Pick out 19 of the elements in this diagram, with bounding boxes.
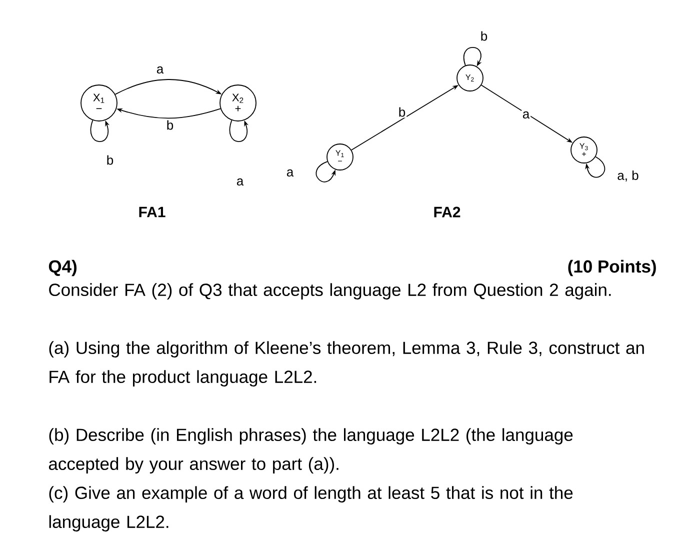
- question-text: (b) Describe (in English phrases) the language L2L2 (the language accepted by your answer to part (a)).: [48, 428, 573, 474]
- edge-label: a: [235, 177, 245, 187]
- self-loop-arrow: [316, 161, 336, 182]
- diagram-caption: FA2: [434, 206, 460, 218]
- edge-label: a, b: [616, 169, 640, 183]
- edge-label: b: [165, 119, 175, 131]
- question-number: Q4): [48, 260, 76, 276]
- edge-label: b: [479, 30, 489, 42]
- question-text: (a) Using the algorithm of Kleene’s theorem, Lemma 3, Rule 3, construct an FA for the product language L2L2.: [49, 341, 644, 386]
- points-label: (10 Points): [568, 260, 656, 276]
- question-text: Consider FA (2) of Q3 that accepts language L2 from Question 2 again.: [49, 283, 611, 300]
- diagram-caption: FA1: [139, 206, 166, 218]
- edge-label: b: [105, 154, 115, 166]
- edge-label: a: [521, 110, 531, 120]
- question-text: (c) Give an example of a word of length at least 5 that is not in the language L2L2.: [49, 486, 573, 532]
- self-loop-arrow: [585, 156, 606, 178]
- edge-label: a: [285, 168, 295, 178]
- edge-label: b: [397, 106, 407, 118]
- edge-label: a: [155, 65, 165, 75]
